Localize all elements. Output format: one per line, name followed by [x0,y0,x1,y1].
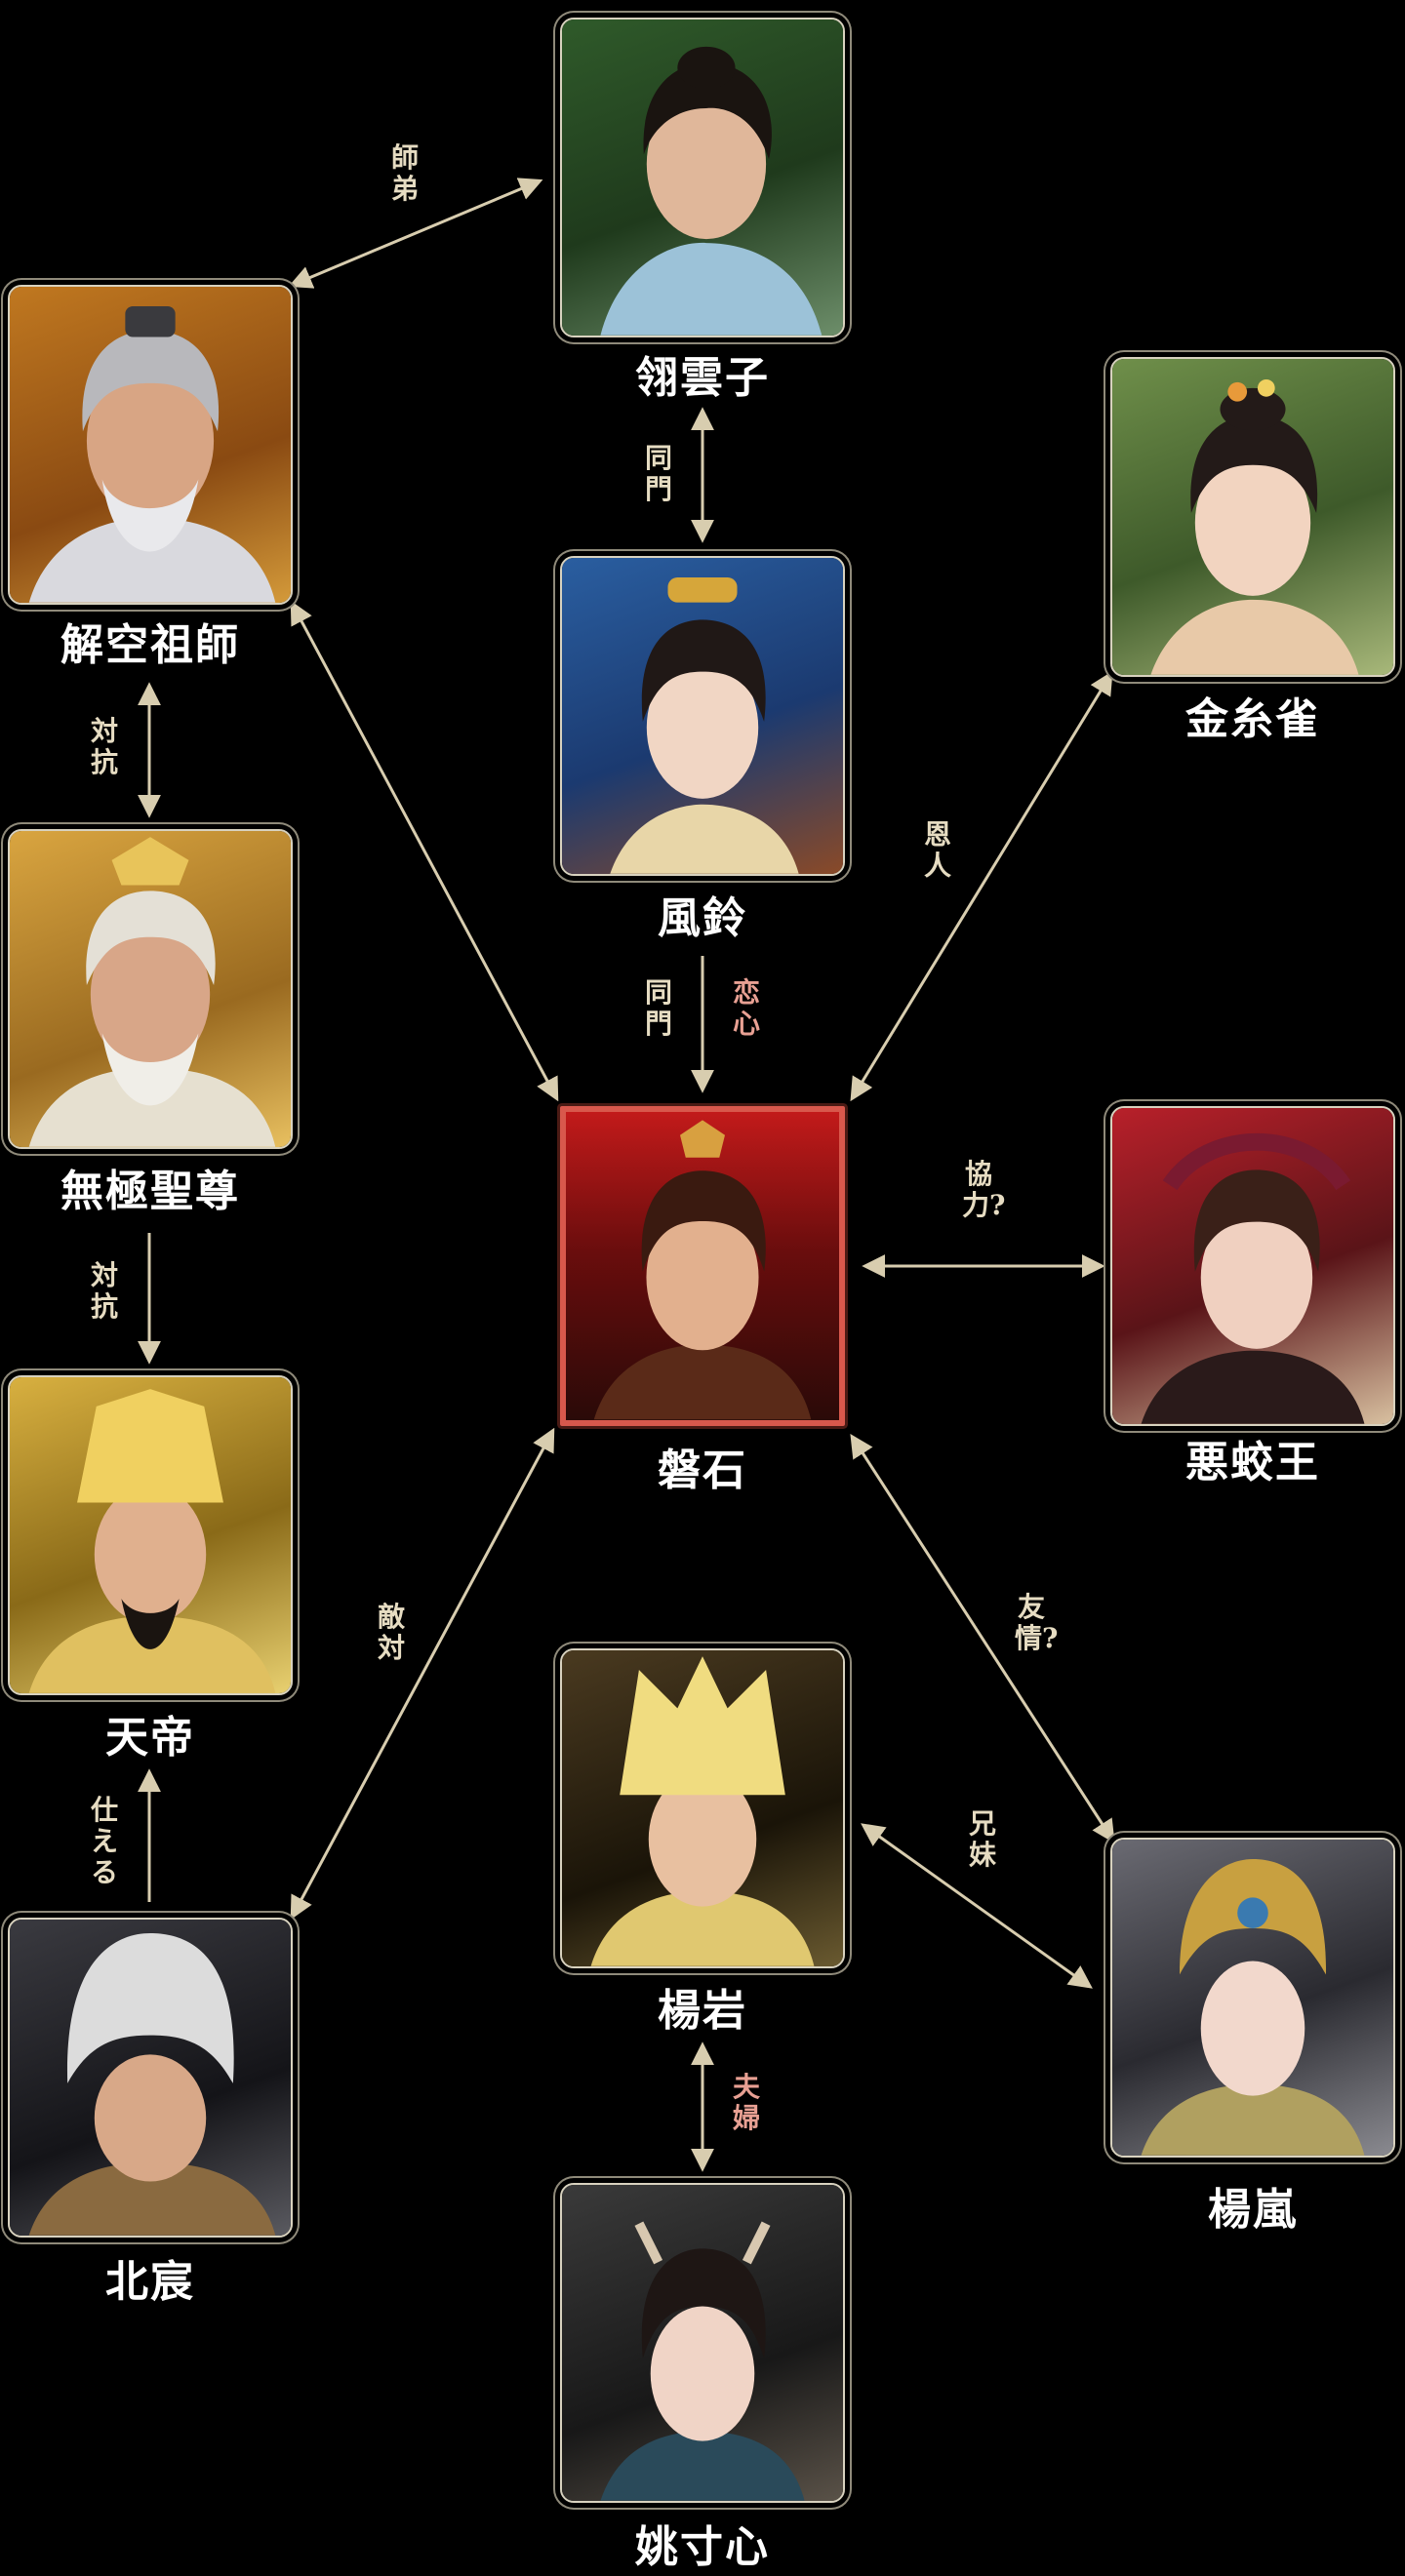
label-fuufu: 夫婦 [732,2071,760,2134]
portrait-jinsique [1110,357,1395,677]
portrait-fengling [560,556,845,876]
name-yangyan: 楊岩 [658,1986,747,2036]
label-yuujou: 友情? [1015,1591,1059,1654]
label-doumon-fengling-panshi: 同門 [644,976,672,1040]
portrait-yaocunxin [560,2183,845,2503]
portrait-yanglan [1110,1838,1395,2158]
label-tekitai: 敵対 [377,1601,405,1664]
label-tsukaeru: 仕える [90,1794,118,1888]
label-kyoudai: 兄妹 [968,1807,996,1871]
name-jinsique: 金糸雀 [1185,694,1320,744]
name-tiandi: 天帝 [105,1713,195,1763]
name-beichen: 北宸 [105,2257,195,2307]
tiandi-figure [28,1389,276,1693]
portrait-jiekong [8,285,293,605]
portrait-ejiaowang [1110,1106,1395,1426]
label-renshin: 恋心 [732,976,760,1040]
link-tiandi-beichen-panshi [290,1427,555,1921]
portrait-yangyan [560,1648,845,1968]
name-fengling: 風鈴 [658,893,747,943]
wuji-figure [28,837,276,1147]
link-panshi-yanglan [850,1433,1115,1844]
portrait-beichen [8,1918,293,2238]
label-shitei: 師弟 [390,141,419,205]
name-xuyunzi: 翎雲子 [635,353,770,403]
jinsique-figure [1150,378,1359,675]
yanglan-figure [1141,1858,1365,2156]
label-taikou-wuji-tiandi: 対抗 [90,1259,118,1323]
portrait-panshi [560,1106,845,1426]
portrait-wuji [8,829,293,1149]
portrait-tiandi [8,1375,293,1695]
link-jiekong-xuyunzi [288,178,543,289]
beichen-figure [28,1933,276,2236]
label-onjin: 恩人 [923,818,951,882]
name-yanglan: 楊嵐 [1208,2185,1298,2235]
xuyunzi-figure [600,46,823,336]
name-yaocunxin: 姚寸心 [635,2522,770,2572]
name-ejiaowang: 悪蛟王 [1185,1438,1320,1487]
jiekong-figure [28,305,276,603]
name-panshi: 磐石 [658,1446,747,1495]
label-doumon-xuyunzi-fengling: 同門 [644,442,672,505]
fengling-figure [610,576,799,874]
link-yangyan-yanglan [861,1823,1093,1989]
link-jiekong-panshi [290,600,559,1102]
portrait-xuyunzi [560,18,845,337]
name-wuji: 無極聖尊 [60,1167,240,1216]
label-taikou-jiekong-wuji: 対抗 [90,715,118,778]
yangyan-figure [590,1656,815,1966]
link-jinsique-panshi [850,670,1113,1102]
ejiaowang-figure [1141,1132,1365,1424]
yaocunxin-figure [600,2221,805,2501]
name-jiekong: 解空祖師 [60,620,240,670]
panshi-figure [593,1120,812,1420]
label-kyouryoku: 協力? [962,1158,1006,1221]
